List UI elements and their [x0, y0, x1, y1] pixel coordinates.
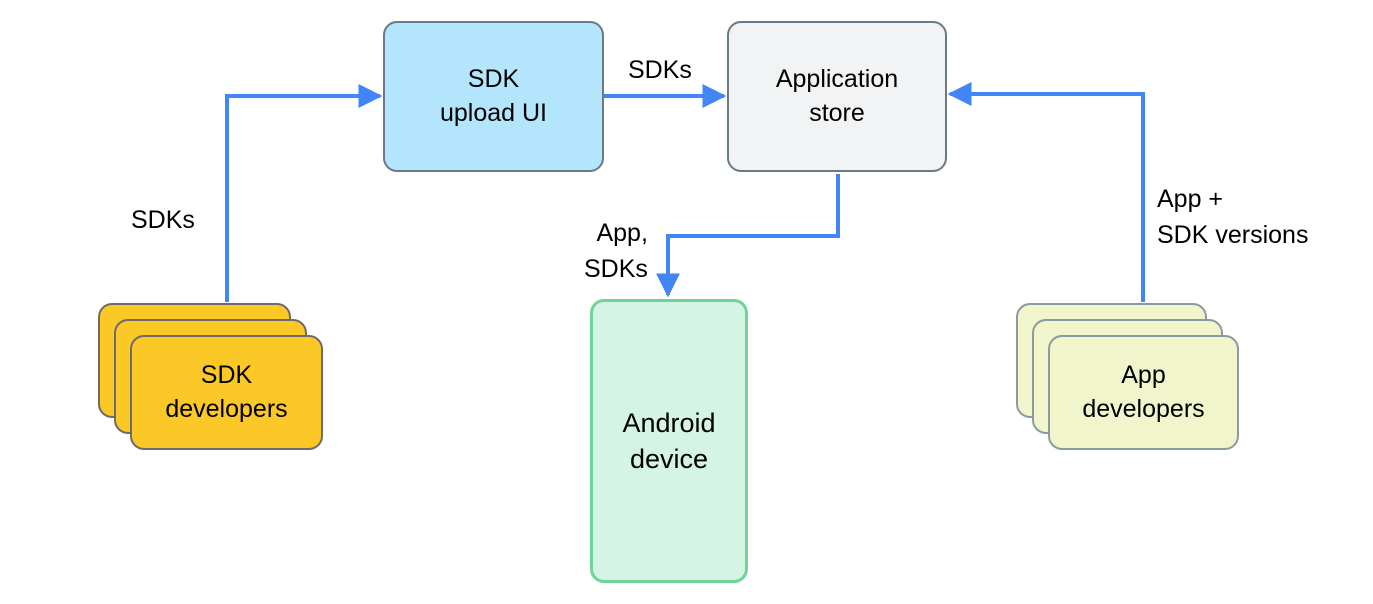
- application-store-node: Application store: [727, 21, 947, 172]
- arrow-sdk-developers-to-upload-ui: [225, 84, 383, 302]
- sdk-upload-ui-node: SDK upload UI: [383, 21, 604, 172]
- android-device-node: Android device: [590, 299, 748, 583]
- edge-label-sdk-developers-to-upload: SDKs: [131, 206, 195, 234]
- app-developers-node: App developers: [1048, 335, 1239, 450]
- edge-label-app-developers-to-store: App + SDK versions: [1157, 185, 1309, 250]
- arrow-application-store-to-android-device: [656, 174, 840, 298]
- edge-label-upload-to-store: SDKs: [628, 56, 692, 84]
- edge-label-store-to-device: App, SDKs: [584, 219, 648, 284]
- sdk-developers-node: SDK developers: [130, 335, 323, 450]
- arrow-app-developers-to-application-store: [947, 82, 1145, 302]
